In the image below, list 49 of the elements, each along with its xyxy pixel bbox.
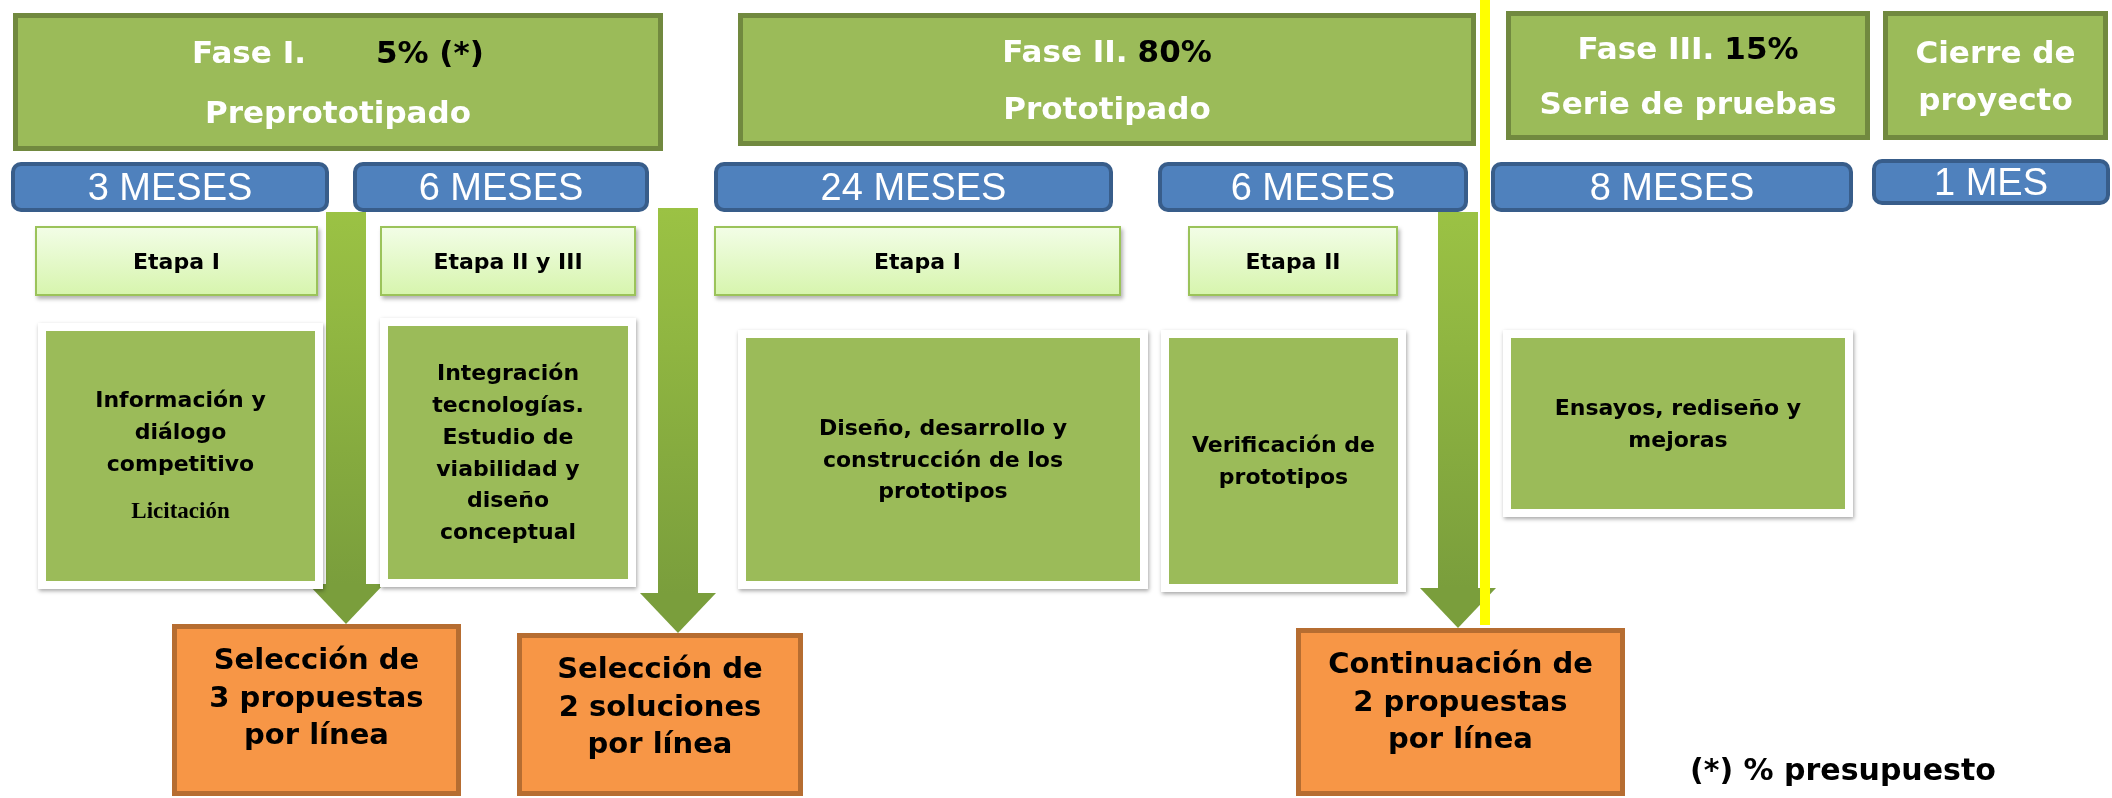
- phase-header: [738, 13, 1476, 146]
- duration-text: 6 MESES: [1230, 165, 1396, 209]
- budget-percentage: 80%: [1137, 32, 1212, 69]
- duration-bar: [353, 162, 649, 212]
- phase-name: Prototipado: [1003, 90, 1211, 127]
- stage-title: Etapa II: [1245, 248, 1341, 274]
- phase-header: [13, 13, 663, 151]
- duration-text: 3 MESES: [87, 165, 253, 209]
- task-description: Información y diálogo competitivo: [94, 386, 267, 479]
- duration-bar: [1872, 159, 2110, 205]
- task-description: Ensayos, rediseño y mejoras: [1553, 393, 1803, 454]
- task-description: Verificación de prototipos: [1191, 431, 1376, 491]
- result-text: Continuación de 2 propuestas por línea: [1327, 645, 1594, 758]
- duration-bar: [1491, 162, 1853, 212]
- result-box: [1296, 628, 1625, 796]
- result-box: [517, 633, 803, 796]
- task-note: Licitación: [131, 497, 230, 526]
- budget-percentage: 15%: [1724, 29, 1799, 66]
- task-description: Diseño, desarrollo y construcción de los prototipos: [817, 413, 1069, 506]
- stage-box: [380, 226, 636, 296]
- duration-text: 24 MESES: [820, 165, 1007, 209]
- duration-bar: [714, 162, 1113, 212]
- result-text: Selección de 2 soluciones por línea: [556, 650, 764, 763]
- duration-text: 6 MESES: [418, 165, 584, 209]
- phase-title: Fase II.: [1002, 32, 1128, 69]
- stage-box: [1188, 226, 1398, 296]
- phase-name: Serie de pruebas: [1539, 85, 1837, 122]
- stage-box: [714, 226, 1121, 296]
- task-description: Integración tecnologías. Estudio de viabilidad y diseño conceptual: [431, 358, 585, 547]
- stage-title: Etapa I: [874, 248, 961, 274]
- footnote: (*) % presupuesto: [1690, 752, 1996, 787]
- phase-name: Preprototipado: [205, 94, 471, 130]
- result-box: [172, 624, 461, 796]
- phase-title: Fase III.: [1577, 29, 1715, 66]
- stage-title: Etapa II y III: [433, 248, 583, 274]
- result-text: Selección de 3 propuestas por línea: [208, 641, 425, 754]
- phase-header: [1883, 11, 2108, 140]
- stage-box: [35, 226, 318, 296]
- arrow: [1420, 212, 1496, 628]
- duration-bar: [11, 162, 329, 212]
- phase-header: [1506, 11, 1870, 140]
- stage-title: Etapa I: [133, 248, 220, 274]
- arrow: [640, 208, 716, 633]
- phase-title: Fase I.: [192, 34, 306, 70]
- duration-text: 8 MESES: [1589, 165, 1755, 209]
- duration-text: 1 MES: [1933, 160, 2048, 204]
- phase-title: Cierre de proyecto: [1914, 33, 2077, 119]
- budget-percentage: 5% (*): [375, 34, 484, 70]
- duration-bar: [1158, 162, 1468, 212]
